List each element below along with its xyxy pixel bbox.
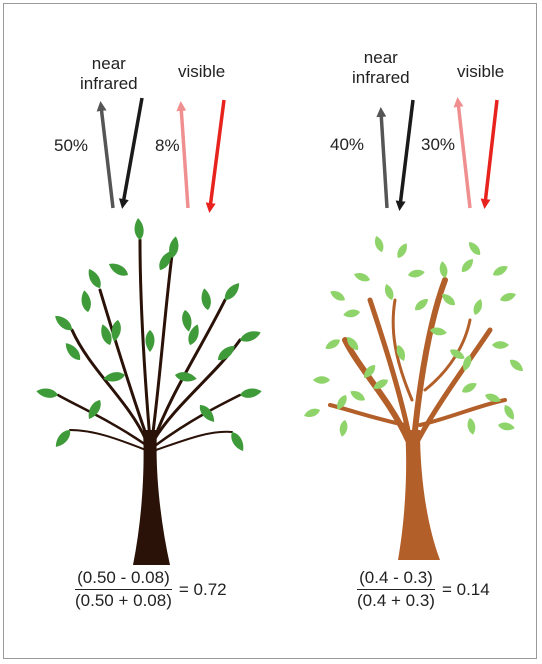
panel1-fraction: (0.50 - 0.08) (0.50 + 0.08) (73, 568, 174, 611)
healthy-trunk (133, 430, 170, 565)
panel1-visible-percent: 8% (155, 136, 180, 155)
nir-reflected-arrow (96, 101, 115, 209)
panel1-nir-label: near infrared (80, 54, 138, 93)
panel1-numerator: (0.50 - 0.08) (75, 568, 172, 590)
panel2-fraction: (0.4 - 0.3) (0.4 + 0.3) (355, 568, 437, 611)
nir-incoming-arrow (395, 99, 415, 211)
panel2-nir-percent: 40% (330, 135, 365, 154)
visible-incoming-arrow (480, 99, 499, 209)
panel1-visible-label: visible (178, 62, 226, 81)
panel1-denominator: (0.50 + 0.08) (75, 591, 172, 610)
panel2-nir-label: near infrared (352, 48, 410, 87)
panel2-denominator: (0.4 + 0.3) (357, 591, 435, 610)
panel2-arrows (376, 97, 499, 211)
visible-reflected-arrow (176, 101, 190, 209)
visible-incoming-arrow (205, 99, 226, 213)
panel1-arrows (96, 97, 226, 213)
panel1-ndvi-formula: (0.50 - 0.08) (0.50 + 0.08) = 0.72 (73, 568, 227, 611)
figure-frame (3, 3, 537, 659)
nir-reflected-arrow (376, 107, 389, 209)
stressed-tree (302, 234, 526, 560)
visible-reflected-arrow (453, 97, 472, 209)
panel1-result: = 0.72 (178, 579, 227, 599)
nir-incoming-arrow (118, 97, 144, 209)
panel2-visible-label: visible (457, 62, 505, 81)
panel2-visible-percent: 30% (421, 135, 456, 154)
panel1-nir-percent: 50% (54, 136, 89, 155)
healthy-tree (35, 217, 263, 565)
stressed-trunk (398, 430, 440, 560)
panel2-result: = 0.14 (441, 579, 490, 599)
panel2-ndvi-formula: (0.4 - 0.3) (0.4 + 0.3) = 0.14 (355, 568, 490, 611)
panel2-numerator: (0.4 - 0.3) (357, 568, 435, 590)
